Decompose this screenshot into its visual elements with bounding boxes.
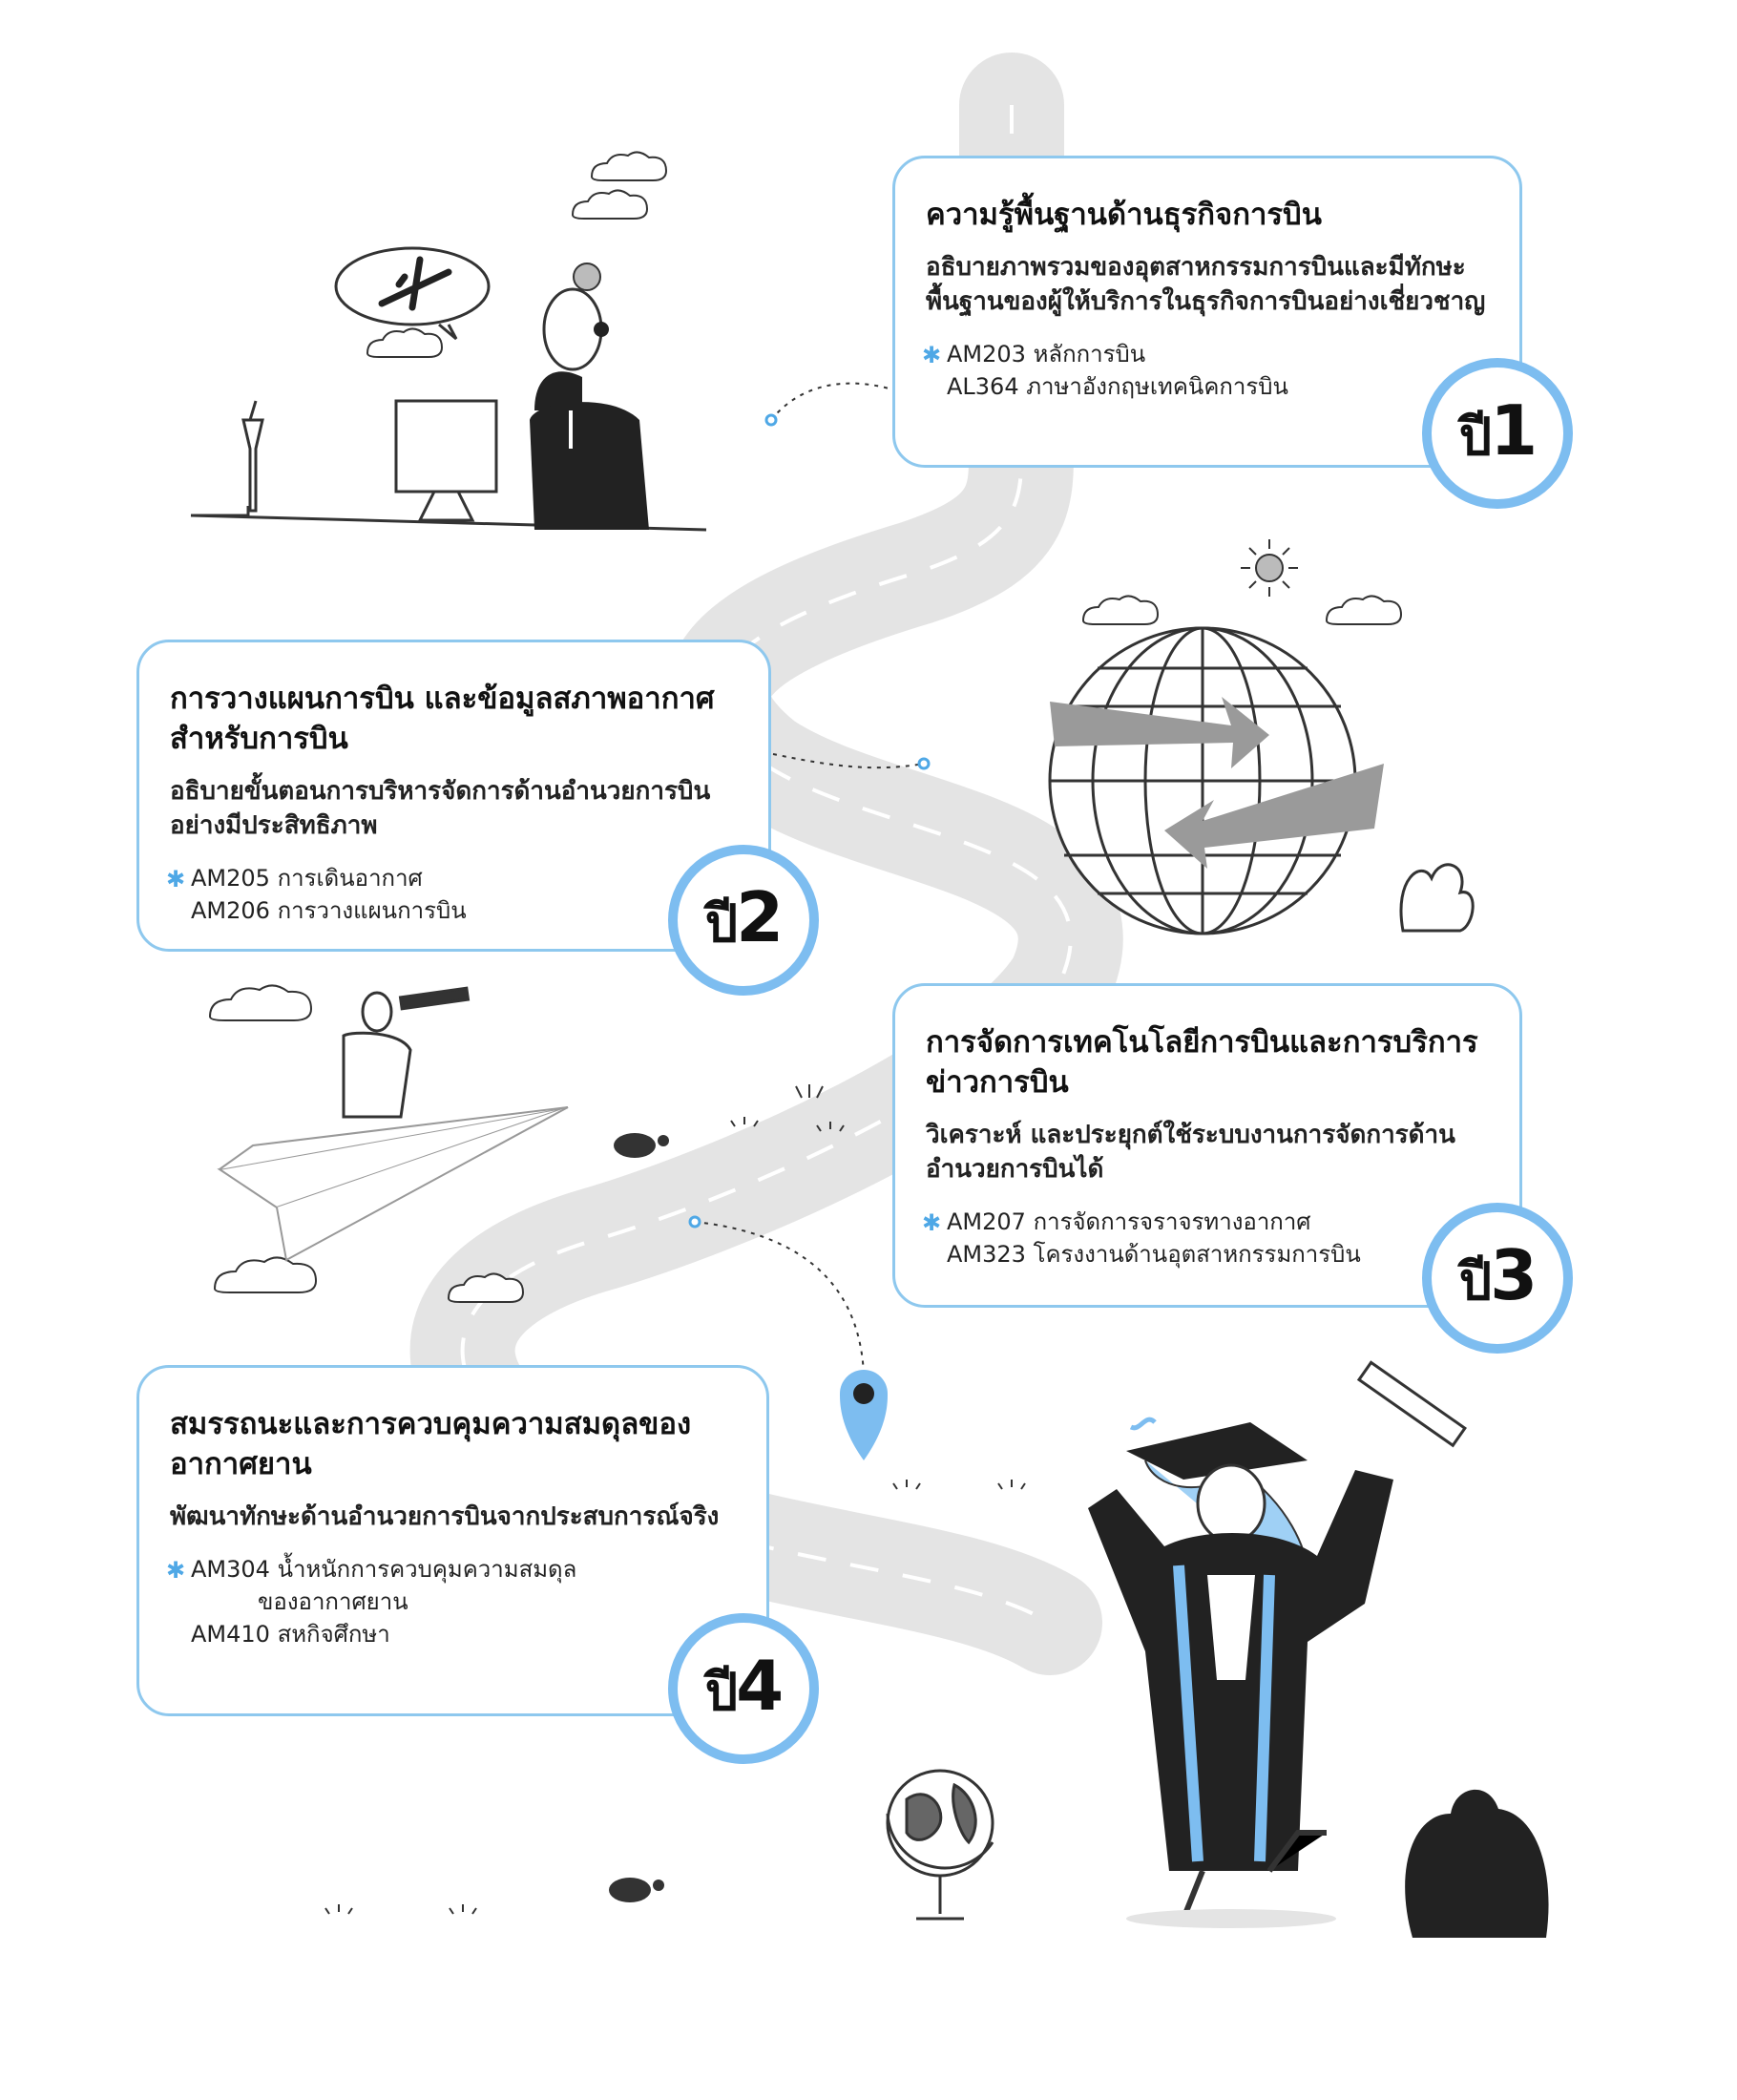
year-card-4: สมรรถนะและการควบคุมความสมดุลของอากาศยาน … [136,1365,769,1716]
year-3-badge: ปี3 [1422,1203,1573,1354]
asterisk-icon: ✱ [166,1557,186,1584]
grass-icon [324,1084,1026,1915]
year-1-description: อธิบายภาพรวมของอุตสาหกรรมการบินและมีทักษ… [926,253,1486,316]
graduate-illustration [1088,1417,1393,1928]
bush-icon [1405,1789,1549,1938]
year-1-course-1: ✱AM203 หลักการบิน [922,338,1489,370]
year-4-course-1-cont: ของอากาศยาน [258,1588,408,1615]
year-card-1: ความรู้พื้นฐานด้านธุรกิจการบิน อธิบายภาพ… [892,156,1522,468]
asterisk-icon: ✱ [166,866,186,892]
year-2-title: การวางแผนการบิน และข้อมูลสภาพอากาศสำหรับ… [170,682,715,756]
asterisk-icon: ✱ [922,342,942,368]
airplane-icon [334,246,491,341]
control-tower-icon [191,400,264,517]
bush-icon [1399,863,1475,933]
diploma-icon [1356,1360,1467,1448]
year-3-description: วิเคราะห์ และประยุกต์ใช้ระบบงานการจัดการ… [926,1121,1455,1184]
globe-icon [1048,626,1357,935]
year-2-description: อธิบายขั้นตอนการบริหารจัดการด้านอำนวยการ… [170,777,711,840]
arrow-icon [1050,697,1384,869]
year-4-badge: ปี4 [668,1613,819,1764]
map-pin-icon [840,1370,888,1460]
year-3-title: การจัดการเทคโนโลยีการบินและการบริการข่าว… [926,1025,1478,1100]
year-1-course-2: AL364 ภาษาอังกฤษเทคนิคการบิน [947,373,1288,400]
year-card-2: การวางแผนการบิน และข้อมูลสภาพอากาศสำหรับ… [136,640,771,952]
agent-desk-illustration [190,262,707,532]
year-3-course-1: ✱AM207 การจัดการจราจรทางอากาศ [922,1206,1489,1238]
asterisk-icon: ✱ [922,1209,942,1236]
year-card-3: การจัดการเทคโนโลยีการบินและการบริการข่าว… [892,983,1522,1308]
year-2-course-2: AM206 การวางแผนการบิน [191,897,467,924]
paper-plane-icon [217,1106,569,1262]
telescope-icon [342,986,471,1119]
dotted-connectors [694,382,925,1376]
turtle-icon [609,1133,669,1902]
sun-icon [1241,539,1298,597]
desk-globe-icon [886,1769,994,1921]
year-2-badge: ปี2 [668,845,819,996]
year-3-course-2: AM323 โครงงานด้านอุตสาหกรรมการบิน [947,1241,1361,1268]
cloud-icon [208,151,1403,1303]
year-4-course-2: AM410 สหกิจศึกษา [191,1621,390,1648]
year-1-title: ความรู้พื้นฐานด้านธุรกิจการบิน [926,198,1322,232]
year-1-badge: ปี1 [1422,358,1573,509]
year-4-course-1: ✱AM304 น้ำหนักการควบคุมความสมดุล [166,1553,736,1586]
year-4-description: พัฒนาทักษะด้านอำนวยการบินจากประสบการณ์จร… [170,1502,720,1531]
year-2-course-1: ✱AM205 การเดินอากาศ [166,862,738,894]
year-4-title: สมรรถนะและการควบคุมความสมดุลของอากาศยาน [170,1407,692,1481]
